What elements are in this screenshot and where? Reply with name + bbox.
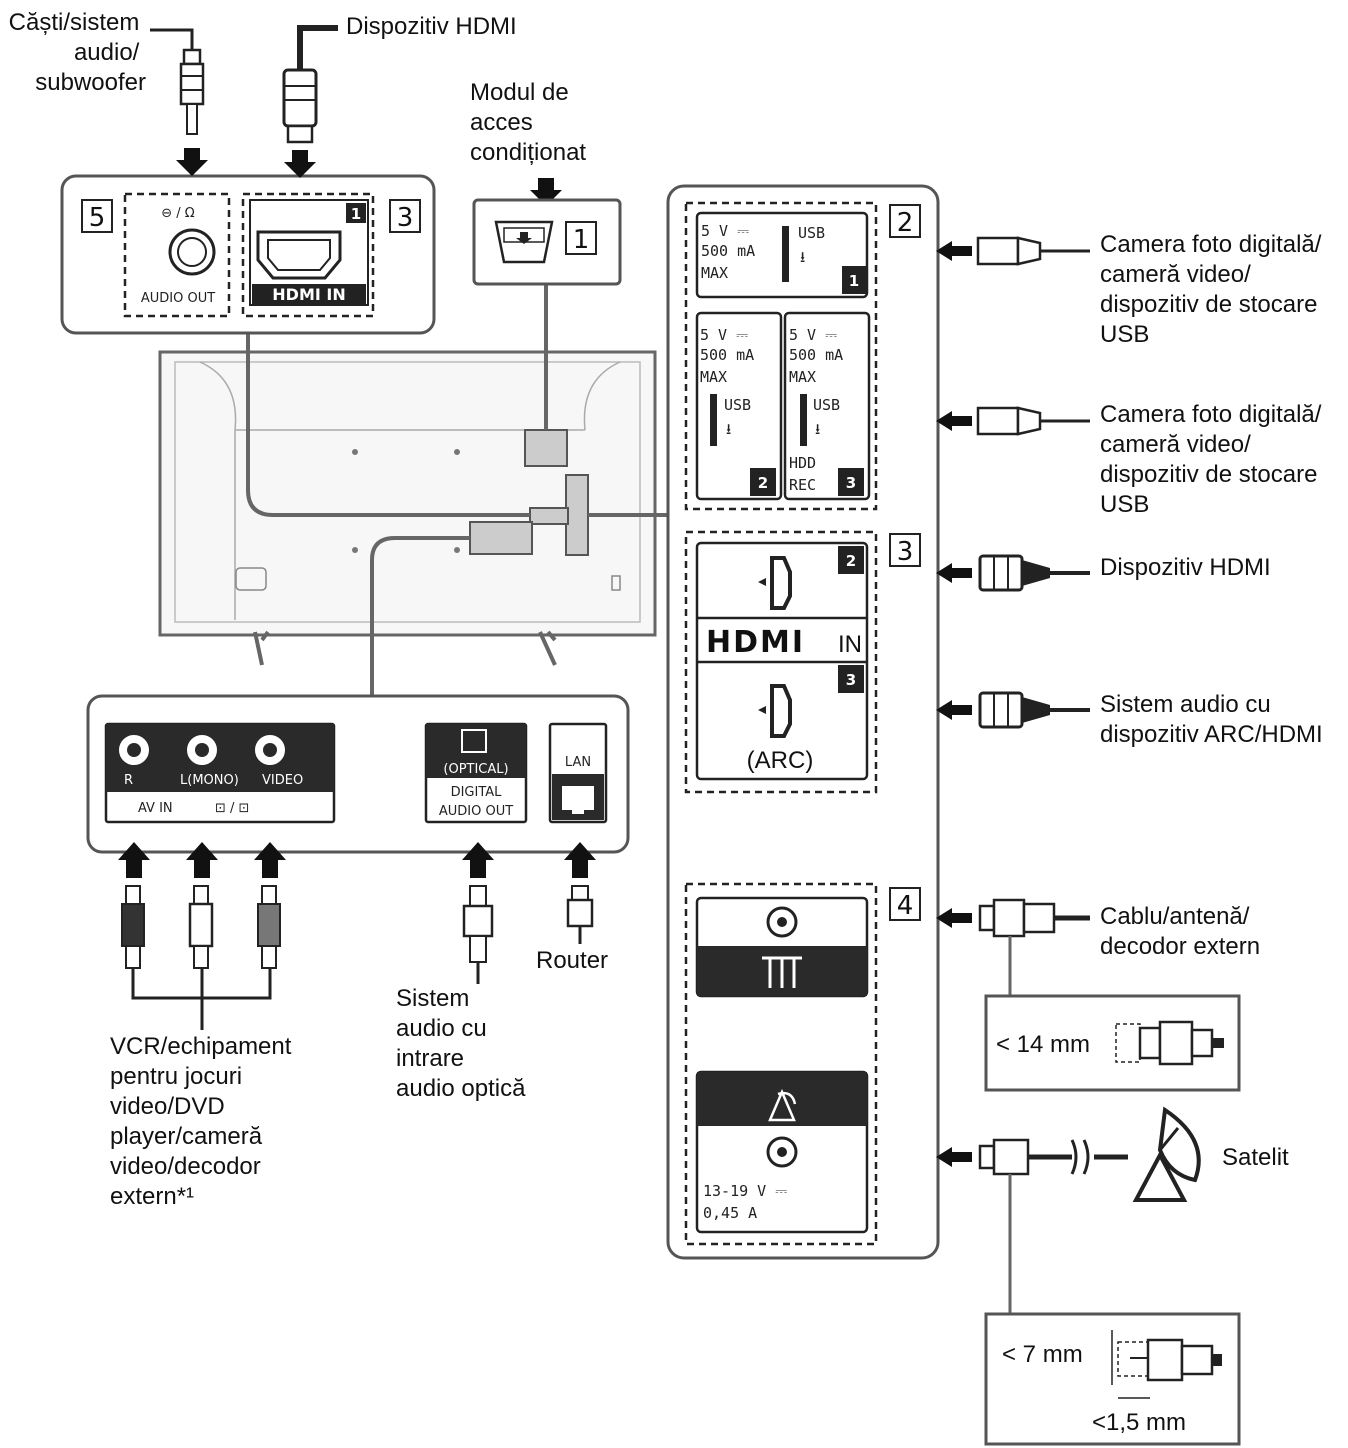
usb-icon: ⭳ xyxy=(815,420,820,438)
av-in-block: R L(MONO) VIDEO AV IN ⊡ / ⊡ xyxy=(104,722,336,824)
port-number-5: 5 xyxy=(89,203,106,233)
optical-system-label: Sistem audio cu intrare audio optică xyxy=(396,985,526,1102)
headphones-label: Căști/sistem audio/ subwoofer xyxy=(9,9,146,96)
svg-text:3: 3 xyxy=(846,671,856,689)
usb-port-1: 5 V ⎓ 500 mA MAX USB ⭳ 1 xyxy=(695,211,869,299)
usb-port-2: 5 V ⎓ 500 mA MAX USB ⭳ 2 xyxy=(695,311,783,501)
rca-plug-red xyxy=(121,885,145,969)
svg-text:2: 2 xyxy=(846,552,856,570)
rca-plug-white xyxy=(188,885,214,969)
svg-text:(OPTICAL): (OPTICAL) xyxy=(443,762,508,777)
router-label: Router xyxy=(536,947,608,974)
bottom-panel: R L(MONO) VIDEO AV IN ⊡ / ⊡ (OPTICAL) DI… xyxy=(86,694,630,854)
svg-text:5 V ⎓: 5 V ⎓ xyxy=(700,326,748,344)
port-number-3-top: 3 xyxy=(397,203,414,233)
svg-text:HDD: HDD xyxy=(789,454,816,472)
svg-text:3: 3 xyxy=(846,474,856,492)
optical-out-block: (OPTICAL) DIGITAL AUDIO OUT xyxy=(424,722,528,824)
usb1-label: Camera foto digitală/ cameră video/ disp… xyxy=(1100,231,1328,348)
usb2-label: Camera foto digitală/ cameră video/ disp… xyxy=(1100,401,1328,518)
port-number-1-cam: 1 xyxy=(573,225,590,255)
svg-text:REC: REC xyxy=(789,476,816,494)
audio-out-label: AUDIO OUT xyxy=(141,291,215,306)
svg-text:< 7 mm: < 7 mm xyxy=(1002,1341,1083,1368)
hdmi-port-3-arc: 3 (ARC) xyxy=(747,665,864,774)
arc-label: Sistem audio cu dispozitiv ARC/HDMI xyxy=(1100,691,1323,748)
usb-icon: ⭳ xyxy=(800,248,805,266)
svg-text:< 14 mm: < 14 mm xyxy=(996,1031,1090,1058)
top-left-panel: 5 ⊖ / Ω AUDIO OUT 1 HDMI IN 3 xyxy=(60,174,436,335)
svg-text:R: R xyxy=(124,773,133,788)
svg-text:AUDIO OUT: AUDIO OUT xyxy=(439,804,513,819)
bottom-connectors xyxy=(118,842,596,1030)
antenna-port xyxy=(695,896,869,998)
svg-text:AV IN: AV IN xyxy=(138,801,173,816)
cam-panel: 1 xyxy=(472,178,622,286)
hdmi-logo: HDMI xyxy=(706,625,805,660)
headphone-plug xyxy=(150,28,208,176)
satellite-label: Satelit xyxy=(1222,1144,1289,1171)
satellite-dish-icon xyxy=(1132,1106,1201,1202)
hdmi-plug-top xyxy=(282,25,338,178)
svg-text:VIDEO: VIDEO xyxy=(262,773,303,788)
right-connectors xyxy=(936,236,1201,1314)
dimension-box-14mm: < 14 mm xyxy=(984,994,1241,1092)
text-labels: Căști/sistem audio/ subwoofer Dispozitiv… xyxy=(9,9,1328,1210)
svg-text:(ARC): (ARC) xyxy=(747,747,814,774)
svg-text:L(MONO): L(MONO) xyxy=(180,773,239,788)
svg-text:500 mA: 500 mA xyxy=(701,242,755,260)
svg-text:USB: USB xyxy=(813,396,840,414)
right-panel: 2 5 V ⎓ 500 mA MAX USB ⭳ 1 5 V ⎓ 500 mA … xyxy=(666,184,940,1260)
cables xyxy=(246,285,668,695)
lan-plug xyxy=(566,885,594,944)
svg-text:⊡ / ⊡: ⊡ / ⊡ xyxy=(215,801,249,816)
rca-plug-yellow xyxy=(257,885,281,969)
svg-text:MAX: MAX xyxy=(700,368,727,386)
svg-text:LAN: LAN xyxy=(565,755,591,770)
svg-text:IN: IN xyxy=(838,631,862,658)
svg-text:5 V ⎓: 5 V ⎓ xyxy=(789,326,837,344)
port-number-4: 4 xyxy=(897,891,914,921)
svg-text:5 V ⎓: 5 V ⎓ xyxy=(701,222,749,240)
hdmi-device-top-label: Dispozitiv HDMI xyxy=(346,13,517,40)
svg-text:500 mA: 500 mA xyxy=(789,346,843,364)
port-number-2: 2 xyxy=(897,208,914,238)
hdmi-port-1 xyxy=(256,230,342,280)
port-number-3-right: 3 xyxy=(897,537,914,567)
svg-text:USB: USB xyxy=(724,396,751,414)
svg-text:MAX: MAX xyxy=(701,264,728,282)
hdmi-device-right-label: Dispozitiv HDMI xyxy=(1100,554,1271,581)
usb-port-3: 5 V ⎓ 500 mA MAX USB ⭳ HDD REC 3 xyxy=(783,311,871,501)
hdmi-port-2: 2 HDMI IN xyxy=(695,541,869,781)
svg-text:1: 1 xyxy=(849,272,859,290)
antenna-label: Cablu/antenă/ decodor extern xyxy=(1100,903,1260,960)
lan-block: LAN xyxy=(548,722,608,824)
svg-text:13-19 V ⎓: 13-19 V ⎓ xyxy=(703,1182,787,1200)
svg-text:USB: USB xyxy=(798,224,825,242)
svg-text:MAX: MAX xyxy=(789,368,816,386)
svg-text:<1,5 mm: <1,5 mm xyxy=(1092,1409,1186,1436)
optical-plug xyxy=(462,885,494,984)
svg-text:500 mA: 500 mA xyxy=(700,346,754,364)
svg-text:DIGITAL: DIGITAL xyxy=(451,785,503,800)
vcr-label: VCR/echipament pentru jocuri video/DVD p… xyxy=(110,1033,298,1210)
hdmi-in-label: HDMI IN xyxy=(272,285,345,304)
hdmi1-badge: 1 xyxy=(351,205,361,223)
audio-out-symbol: ⊖ / Ω xyxy=(161,206,195,221)
svg-text:0,45 A: 0,45 A xyxy=(703,1204,757,1222)
svg-text:2: 2 xyxy=(758,474,768,492)
satellite-port: 13-19 V ⎓ 0,45 A xyxy=(695,1070,869,1234)
cam-label: Modul de acces condiționat xyxy=(470,79,586,166)
dimension-box-7mm: < 7 mm <1,5 mm xyxy=(984,1312,1241,1446)
usb-icon: ⭳ xyxy=(726,420,731,438)
tv-back xyxy=(158,350,657,666)
